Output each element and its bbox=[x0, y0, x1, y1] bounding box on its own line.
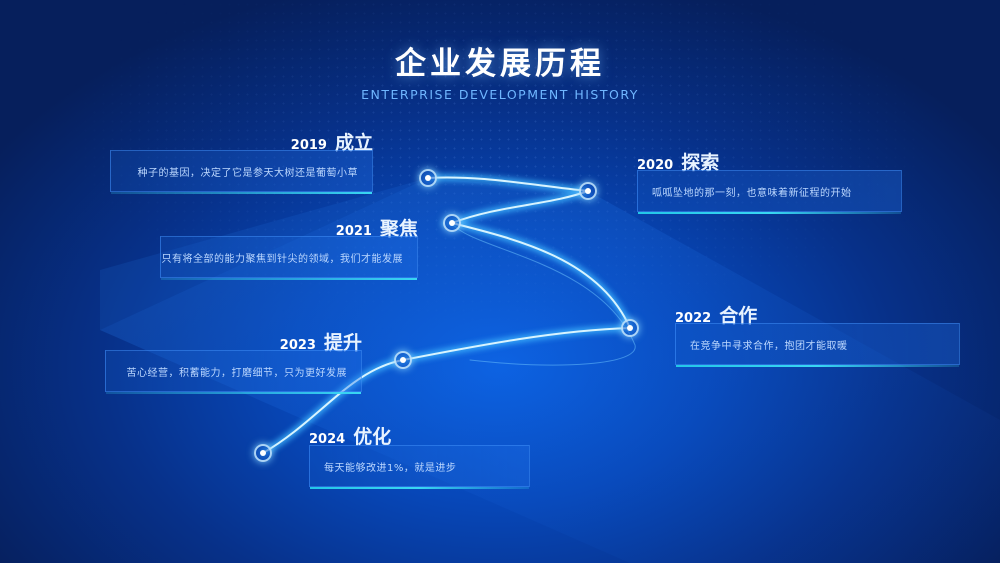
milestone-desc: 呱呱坠地的那一刻，也意味着新征程的开始 bbox=[652, 187, 852, 199]
milestone-name: 聚焦 bbox=[379, 218, 418, 240]
milestone-name: 合作 bbox=[719, 305, 758, 327]
milestone-2022-card: 在竞争中寻求合作，抱团才能取暖 bbox=[675, 323, 960, 367]
milestone-2021-card: 只有将全部的能力聚焦到针尖的领域，我们才能发展 bbox=[160, 236, 418, 280]
milestone-2020-card: 呱呱坠地的那一刻，也意味着新征程的开始 bbox=[637, 170, 902, 214]
milestone-desc: 苦心经营，积蓄能力，打磨细节，只为更好发展 bbox=[126, 367, 347, 379]
milestone-name: 探索 bbox=[681, 152, 720, 174]
light-beam bbox=[100, 178, 1000, 563]
page-subtitle: ENTERPRISE DEVELOPMENT HISTORY bbox=[361, 87, 639, 102]
milestone-2023-label: 2023 提升 bbox=[280, 328, 362, 355]
milestone-2020-label: 2020 探索 bbox=[637, 148, 719, 175]
timeline-node-2022 bbox=[621, 319, 639, 337]
timeline-node-2021 bbox=[443, 214, 461, 232]
timeline-node-2023 bbox=[394, 351, 412, 369]
timeline-node-2020 bbox=[579, 182, 597, 200]
milestone-name: 优化 bbox=[353, 426, 392, 448]
milestone-2023-card: 苦心经营，积蓄能力，打磨细节，只为更好发展 bbox=[105, 350, 362, 394]
milestone-2021-label: 2021 聚焦 bbox=[336, 214, 418, 241]
milestone-2024-card: 每天能够改进1%，就是进步 bbox=[309, 445, 530, 489]
milestone-2019-card: 种子的基因，决定了它是参天大树还是葡萄小草 bbox=[110, 150, 373, 194]
timeline-node-2024 bbox=[254, 444, 272, 462]
milestone-desc: 每天能够改进1%，就是进步 bbox=[324, 462, 457, 474]
milestone-year: 2020 bbox=[637, 158, 674, 173]
milestone-year: 2019 bbox=[290, 138, 327, 153]
milestone-2019-label: 2019 成立 bbox=[291, 128, 373, 155]
page-title: 企业发展历程 bbox=[395, 46, 605, 82]
milestone-desc: 只有将全部的能力聚焦到针尖的领域，我们才能发展 bbox=[161, 253, 403, 265]
milestone-year: 2024 bbox=[309, 432, 346, 447]
milestone-desc: 种子的基因，决定了它是参天大树还是葡萄小草 bbox=[137, 167, 358, 179]
milestone-year: 2022 bbox=[675, 311, 712, 326]
milestone-year: 2021 bbox=[335, 224, 372, 239]
timeline-node-2019 bbox=[419, 169, 437, 187]
light-beam-left bbox=[100, 178, 428, 330]
milestone-2024-label: 2024 优化 bbox=[309, 422, 391, 449]
milestone-name: 提升 bbox=[323, 332, 362, 354]
milestone-desc: 在竞争中寻求合作，抱团才能取暖 bbox=[690, 340, 848, 352]
milestone-name: 成立 bbox=[334, 132, 373, 154]
milestone-year: 2023 bbox=[279, 338, 316, 353]
milestone-2022-label: 2022 合作 bbox=[675, 301, 757, 328]
